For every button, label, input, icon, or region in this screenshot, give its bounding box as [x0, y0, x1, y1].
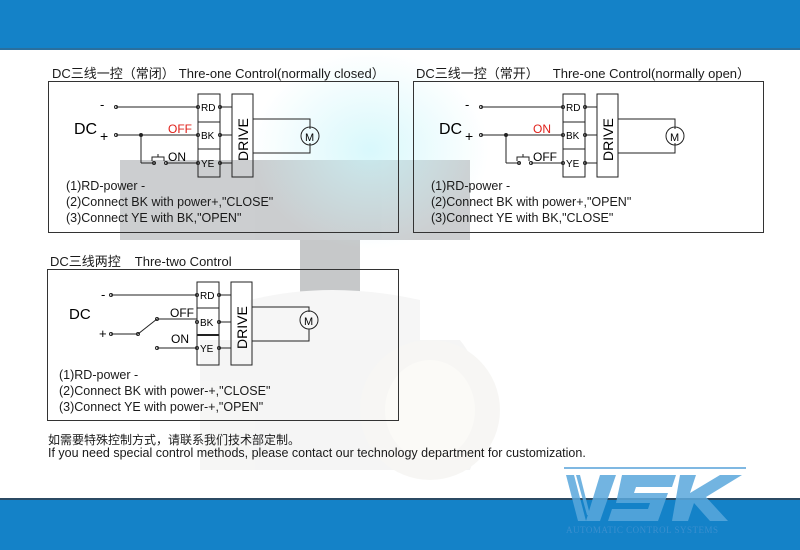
section-1-notes: (1)RD-power - (2)Connect BK with power+,… [66, 178, 273, 226]
section-2-notes: (1)RD-power - (2)Connect BK with power+,… [431, 178, 631, 226]
note-line: (2)Connect BK with power+,"OPEN" [431, 195, 632, 209]
bk-state-label: OFF [168, 122, 192, 136]
terminal-rd: RD [200, 291, 214, 302]
drive-label: DRIVE [234, 306, 250, 349]
light-highlight [250, 50, 490, 250]
section-3-title-en: Thre-two Control [134, 254, 232, 269]
section-2-title: DC三线一控（常开） Thre-one Control(normally open… [416, 63, 750, 82]
drive-label: DRIVE [600, 118, 616, 161]
motor-label: M [304, 316, 313, 328]
note-line: (1)RD-power - [66, 179, 146, 193]
top-banner [0, 0, 800, 50]
plus-label: + [465, 128, 473, 144]
bottom-banner [0, 498, 800, 550]
section-3-panel [47, 269, 399, 421]
section-1-panel [48, 81, 399, 233]
section-3-title: DC三线两控 Thre-two Control [50, 251, 232, 270]
terminal-bk: BK [200, 318, 214, 329]
section-1-title-en: Thre-one Control(normally closed） [178, 66, 385, 81]
section-3-notes: (1)RD-power - (2)Connect BK with power-+… [59, 367, 270, 415]
terminal-ye: YE [200, 344, 214, 355]
section-2-panel [413, 81, 764, 233]
motor-label: M [305, 132, 314, 144]
terminal-rd: RD [201, 103, 215, 114]
minus-label: - [100, 97, 104, 112]
terminal-ye: YE [566, 159, 580, 170]
terminal-rd: RD [566, 103, 580, 114]
section-1-title: DC三线一控（常闭）Thre-one Control(normally clos… [52, 63, 385, 82]
footer-note-en: If you need special control methods, ple… [48, 446, 586, 460]
note-line: (2)Connect BK with power+,"CLOSE" [66, 195, 274, 209]
dc-label: DC [439, 121, 462, 138]
vsk-logo [564, 467, 746, 521]
minus-label: - [101, 287, 105, 302]
section-1-diagram: - DC + OFF ON RD BK YE DRIVE M [74, 93, 320, 178]
terminal-bk: BK [201, 131, 215, 142]
plus-label: + [99, 326, 107, 341]
minus-label: - [465, 97, 469, 112]
plus-label: + [100, 128, 108, 144]
terminal-ye: YE [201, 159, 215, 170]
note-line: (2)Connect BK with power-+,"CLOSE" [59, 384, 271, 398]
footer-note-cn: 如需要特殊控制方式，请联系我们技术部定制。 [48, 433, 301, 447]
ye-state-label: ON [168, 150, 186, 164]
section-3-diagram: - DC + OFF ON RD BK YE DRIVE M [69, 281, 319, 366]
note-line: (3)Connect YE with power-+,"OPEN" [59, 400, 264, 414]
logo-subtitle: AUTOMATIC CONTROL SYSTEMS [566, 525, 719, 535]
dc-label: DC [69, 306, 91, 323]
section-3-title-cn: DC三线两控 [50, 254, 121, 269]
bk-state-label: OFF [170, 306, 194, 320]
ye-state-label: ON [171, 332, 189, 346]
motor-label: M [670, 132, 679, 144]
bk-state-label: ON [533, 122, 551, 136]
drive-label: DRIVE [235, 118, 251, 161]
dc-label: DC [74, 121, 97, 138]
note-line: (3)Connect YE with BK,"OPEN" [66, 211, 242, 225]
ye-state-label: OFF [533, 150, 557, 164]
terminal-bk: BK [566, 131, 580, 142]
note-line: (1)RD-power - [59, 368, 139, 382]
section-2-diagram: - DC + ON OFF RD BK YE DRIVE M [439, 93, 685, 178]
section-2-title-en: Thre-one Control(normally open） [552, 66, 751, 81]
section-1-title-cn: DC三线一控（常闭） [52, 66, 175, 81]
section-2-title-cn: DC三线一控（常开） [416, 66, 539, 81]
note-line: (1)RD-power - [431, 179, 511, 193]
note-line: (3)Connect YE with BK,"CLOSE" [431, 211, 614, 225]
